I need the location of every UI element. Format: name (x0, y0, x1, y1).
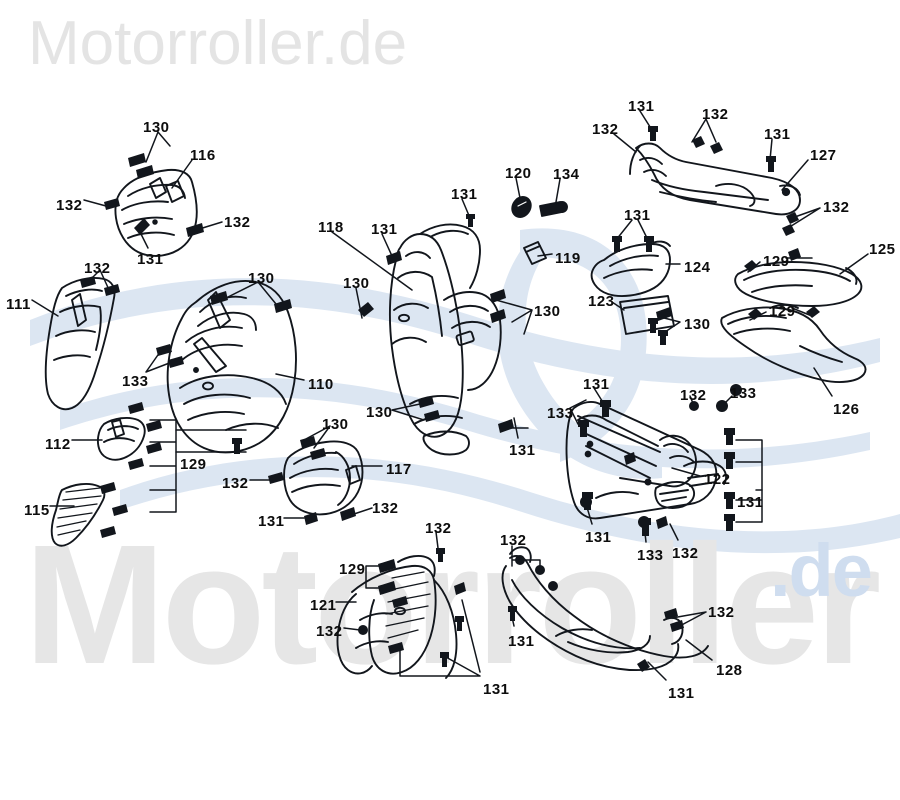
part-number-label: 127 (810, 147, 837, 164)
part-number-label: 131 (624, 207, 651, 224)
part-number-label: 132 (500, 532, 527, 549)
part-number-label: 134 (553, 166, 580, 183)
part-number-label: 126 (833, 401, 860, 418)
part-number-label: 116 (190, 147, 216, 164)
part-number-label: 112 (45, 436, 71, 453)
fastener-glyphs (80, 126, 820, 672)
part-number-label: 110 (308, 376, 334, 393)
part-111-shape (44, 277, 116, 411)
part-number-label: 130 (366, 404, 393, 421)
part-number-label: 132 (823, 199, 850, 216)
part-125-shape (734, 261, 863, 307)
part-number-label: 122 (704, 471, 731, 488)
part-number-label: 132 (316, 623, 343, 640)
part-112-shape (96, 416, 146, 461)
part-number-label: 133 (122, 373, 149, 390)
part-number-label: 117 (386, 461, 412, 478)
part-134-shape (539, 201, 568, 217)
part-number-label: 132 (708, 604, 735, 621)
part-number-label: 132 (56, 197, 83, 214)
part-number-label: 128 (716, 662, 743, 679)
part-128-shape (501, 546, 709, 672)
part-number-label: 131 (508, 633, 535, 650)
part-number-label: 131 (668, 685, 695, 702)
part-number-label: 132 (702, 106, 729, 123)
part-number-label: 121 (310, 597, 337, 614)
part-number-label: 131 (764, 126, 791, 143)
part-number-label: 132 (224, 214, 251, 231)
part-number-label: 123 (588, 293, 615, 310)
part-number-label: 131 (371, 221, 398, 238)
part-number-label: 131 (585, 529, 612, 546)
part-119-shape (523, 241, 547, 265)
part-number-label: 130 (322, 416, 349, 433)
part-120-shape (511, 196, 532, 218)
part-121-shape (336, 554, 458, 679)
part-number-label: 132 (680, 387, 707, 404)
part-number-label: 132 (592, 121, 619, 138)
part-115-shape (50, 482, 106, 547)
part-number-label: 115 (24, 502, 50, 519)
part-number-label: 132 (84, 260, 111, 277)
part-number-label: 111 (6, 296, 31, 313)
part-118-shape (389, 223, 502, 456)
part-number-label: 132 (222, 475, 249, 492)
part-126-shape (720, 304, 867, 383)
part-122-shape (565, 400, 728, 520)
part-number-label: 132 (425, 520, 452, 537)
part-127-shape (629, 142, 801, 216)
part-number-label: 131 (258, 513, 285, 530)
part-number-label: 129 (180, 456, 207, 473)
part-number-label: 129 (763, 253, 790, 270)
part-number-label: 119 (555, 250, 581, 267)
part-116-shape (114, 168, 198, 257)
part-number-label: 130 (143, 119, 170, 136)
part-number-label: 131 (737, 494, 764, 511)
part-number-label: 130 (343, 275, 370, 292)
part-number-label: 131 (509, 442, 536, 459)
part-number-label: 131 (583, 376, 610, 393)
part-number-label: 131 (483, 681, 510, 698)
part-number-label: 130 (534, 303, 561, 320)
part-number-label: 131 (137, 251, 164, 268)
part-number-label: 120 (505, 165, 532, 182)
part-number-label: 129 (339, 561, 366, 578)
part-number-label: 131 (451, 186, 478, 203)
part-number-label: 133 (547, 405, 574, 422)
part-number-label: 129 (769, 303, 796, 320)
part-number-label: 131 (628, 98, 655, 115)
part-124-shape (590, 240, 671, 297)
part-number-label: 118 (318, 219, 344, 236)
part-number-label: 132 (372, 500, 399, 517)
part-number-label: 133 (637, 547, 664, 564)
part-number-label: 133 (730, 385, 757, 402)
part-number-label: 132 (672, 545, 699, 562)
part-number-label: 125 (869, 241, 896, 258)
part-number-label: 130 (684, 316, 711, 333)
part-number-label: 124 (684, 259, 711, 276)
part-number-label: 130 (248, 270, 275, 287)
